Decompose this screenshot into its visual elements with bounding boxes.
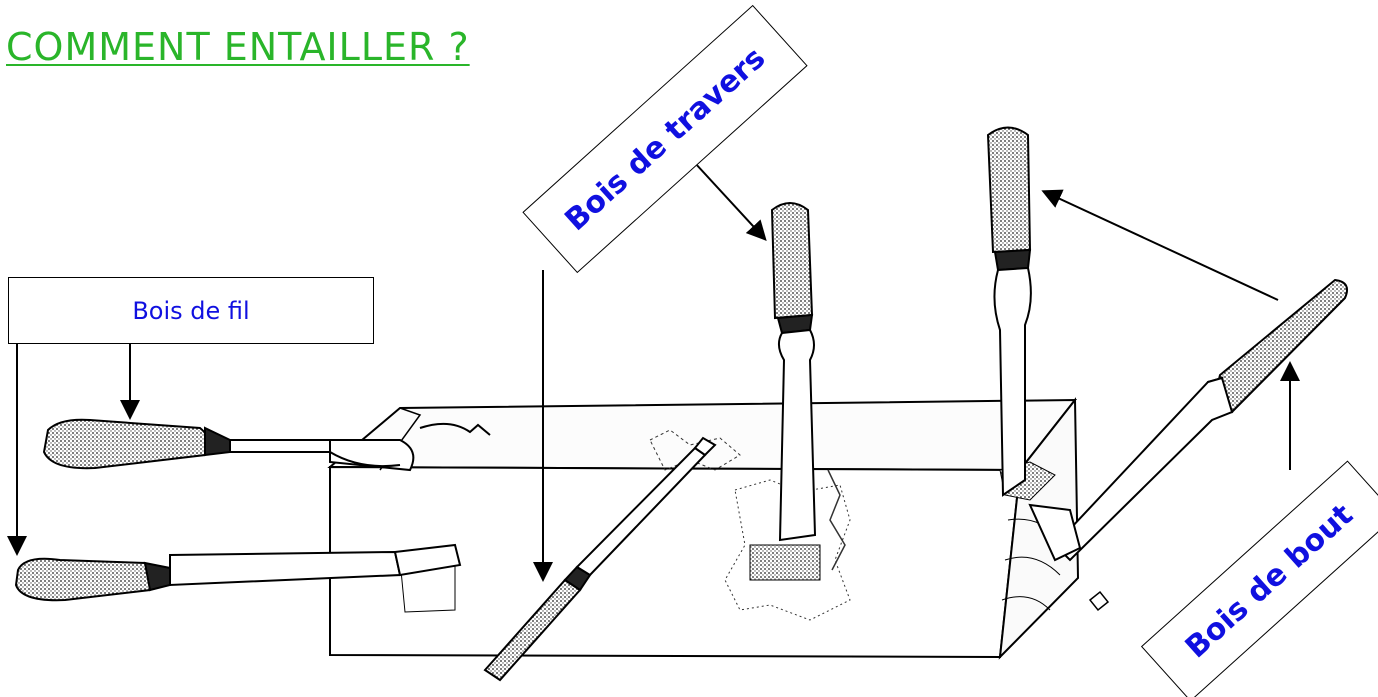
label-bois-de-fil-text: Bois de fil bbox=[132, 297, 249, 325]
label-bois-de-fil: Bois de fil bbox=[8, 277, 374, 344]
arrow-bout-vertical bbox=[1045, 192, 1278, 300]
wood-chip bbox=[1090, 592, 1108, 610]
block-top-face bbox=[330, 400, 1075, 470]
